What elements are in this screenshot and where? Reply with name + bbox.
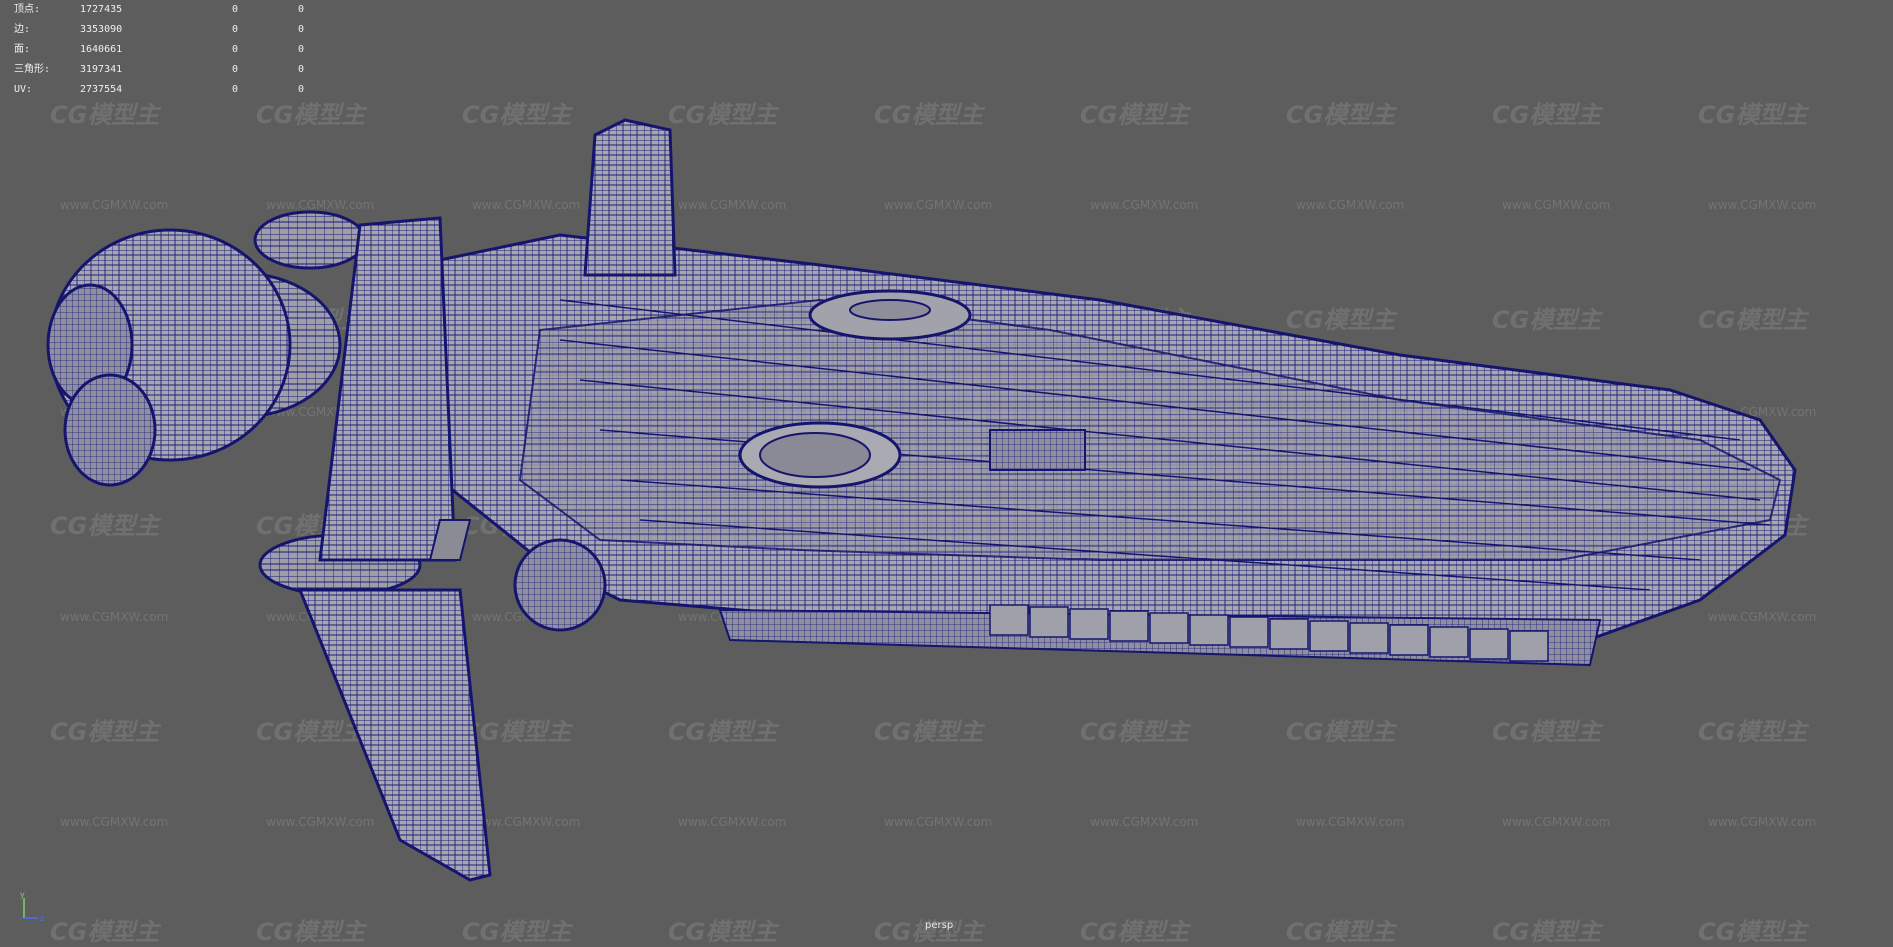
dorsal-fin <box>318 118 677 562</box>
hud-value: 2737554 <box>80 84 123 95</box>
hud-label: 边: <box>14 24 31 35</box>
hud-value: 3197341 <box>80 64 123 75</box>
hud-selected-value: 0 <box>297 64 304 75</box>
hud-selected-value: 0 <box>231 64 238 75</box>
hud-selected-value: 0 <box>297 84 304 95</box>
hud-value: 1640661 <box>80 44 123 55</box>
hud-row-uvs: UV: 2737554 0 0 <box>14 80 304 100</box>
hud-label: 三角形: <box>14 64 51 75</box>
hud-value: 3353090 <box>80 24 123 35</box>
hud-label: 面: <box>14 44 31 55</box>
hud-label: 顶点: <box>14 4 41 15</box>
axis-y-label: y <box>20 890 25 899</box>
hud-label: UV: <box>14 84 33 95</box>
poly-count-hud: 顶点: 1727435 0 0 边: 3353090 0 0 面: 164066… <box>14 0 304 100</box>
hud-selected-value: 0 <box>231 84 238 95</box>
main-hull <box>438 233 1797 667</box>
axis-gizmo-icon: y z <box>20 890 44 923</box>
hud-selected-value: 0 <box>231 4 238 15</box>
hud-row-edges: 边: 3353090 0 0 <box>14 20 304 40</box>
camera-name-label: persp <box>925 920 954 931</box>
engine-cluster <box>46 210 607 632</box>
hud-row-vertices: 顶点: 1727435 0 0 <box>14 0 304 20</box>
hud-selected-value: 0 <box>297 24 304 35</box>
ventral-wing <box>297 519 492 882</box>
axis-z-label: z <box>40 914 44 923</box>
hud-selected-value: 0 <box>297 4 304 15</box>
hud-row-faces: 面: 1640661 0 0 <box>14 40 304 60</box>
hud-selected-value: 0 <box>297 44 304 55</box>
hud-value: 1727435 <box>80 4 123 15</box>
hud-row-triangles: 三角形: 3197341 0 0 <box>14 60 304 80</box>
hud-selected-value: 0 <box>231 24 238 35</box>
hud-selected-value: 0 <box>231 44 238 55</box>
